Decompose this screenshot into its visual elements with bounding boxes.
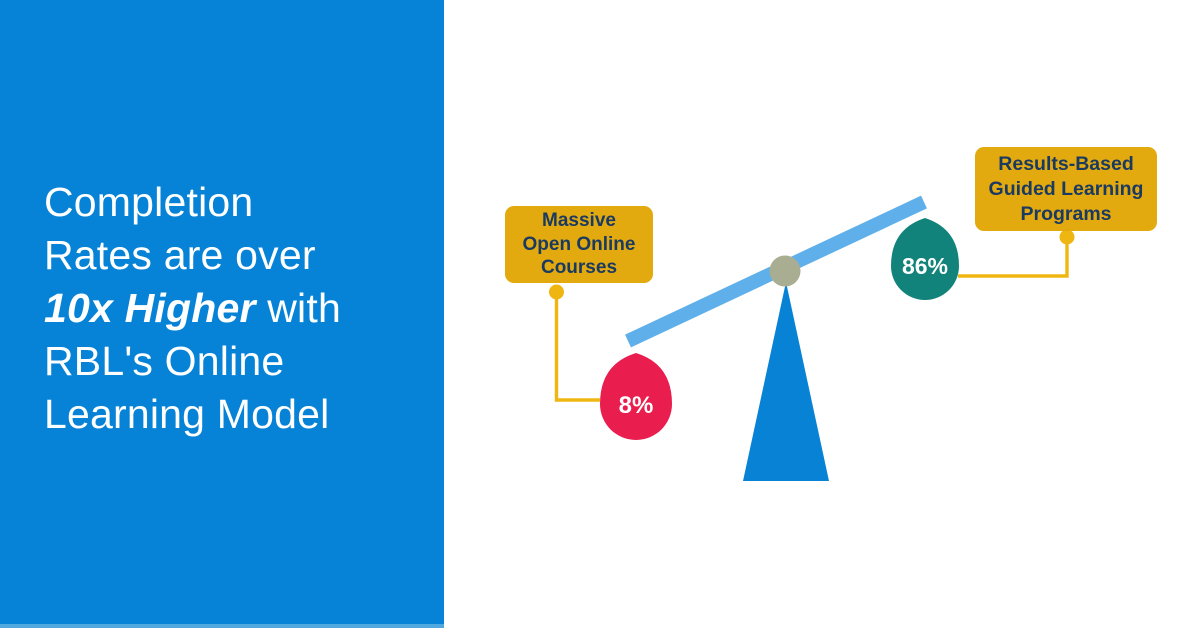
headline-panel: Completion Rates are over 10x Higher wit…	[0, 0, 444, 628]
right-label-line-1: Results-Based	[998, 152, 1134, 175]
headline-line-4: RBL's Online	[44, 338, 285, 384]
right-label-box: Results-Based Guided Learning Programs	[975, 147, 1157, 231]
scale-pivot-icon	[769, 255, 801, 287]
right-drop-icon	[891, 218, 959, 300]
right-label-line-3: Programs	[1020, 202, 1112, 225]
headline-line-3-rest: with	[255, 285, 341, 331]
left-label-line-3: Courses	[540, 257, 618, 279]
headline-line-3: 10x Higher with	[44, 282, 424, 335]
left-connector-dot-icon	[549, 284, 564, 300]
left-label-box: Massive Open Online Courses	[505, 206, 653, 283]
headline-line-2: Rates are over	[44, 232, 316, 278]
right-label-line-2: Guided Learning	[988, 177, 1144, 200]
right-connector-line	[958, 239, 1069, 278]
right-drop-value: 86%	[902, 253, 948, 279]
left-label-line-2: Open Online	[522, 233, 636, 255]
left-drop-icon	[600, 353, 672, 440]
headline-line-5: Learning Model	[44, 391, 330, 437]
headline: Completion Rates are over 10x Higher wit…	[44, 176, 424, 441]
scale-fulcrum-icon	[743, 282, 829, 481]
left-connector-line	[554, 293, 600, 402]
panel-bottom-edge	[0, 624, 444, 628]
headline-emphasis: 10x Higher	[44, 285, 256, 331]
left-label-line-1: Massive	[542, 210, 616, 232]
left-drop-value: 8%	[619, 392, 654, 419]
right-connector-dot-icon	[1059, 229, 1075, 245]
headline-line-1: Completion	[44, 179, 254, 225]
